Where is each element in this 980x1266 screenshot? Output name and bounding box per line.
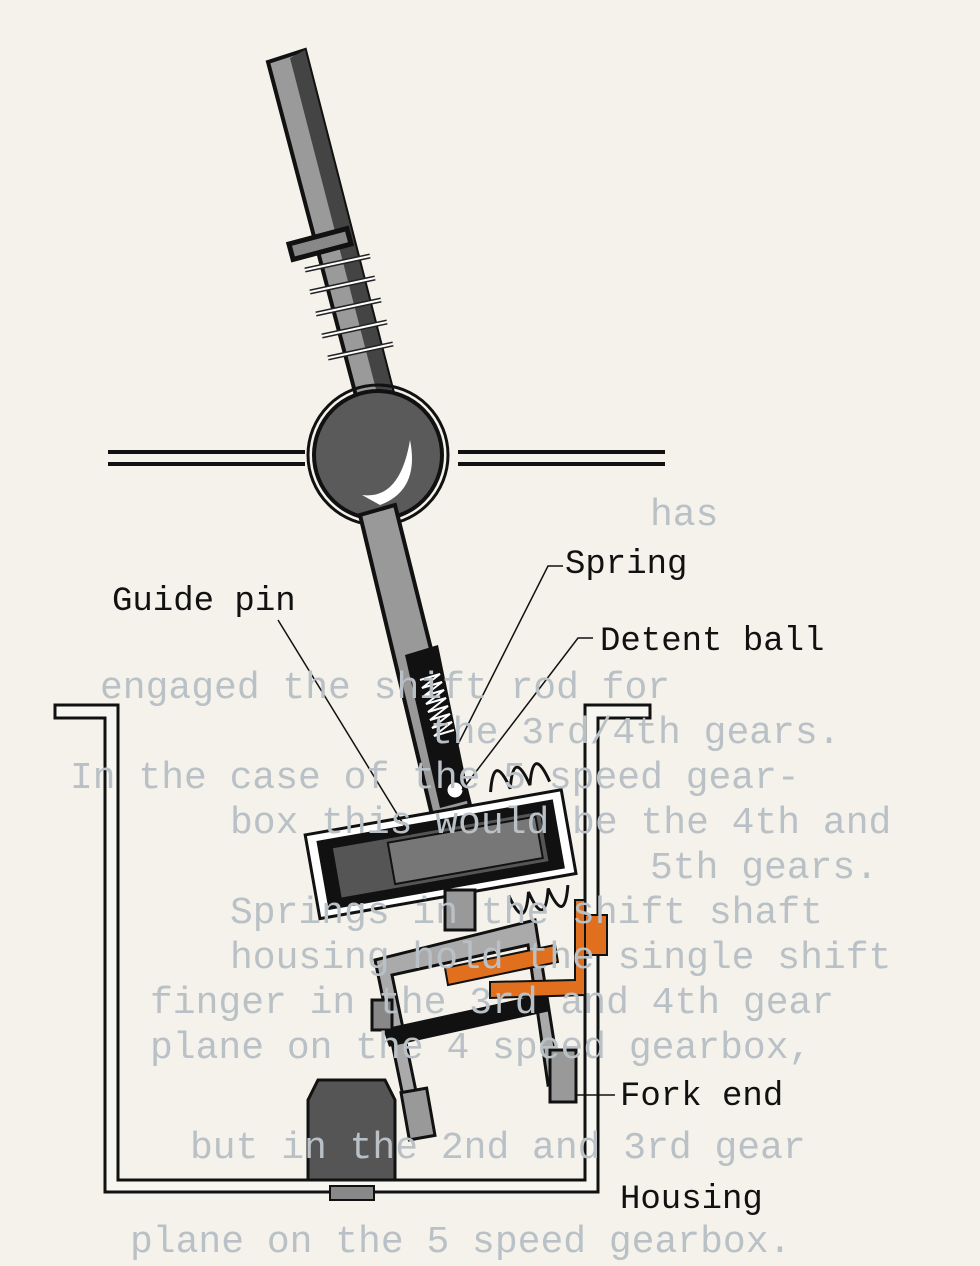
pivot-plate xyxy=(108,450,665,466)
detent-ball xyxy=(444,779,466,801)
guide-pin-assembly xyxy=(303,762,578,921)
selector-fork xyxy=(443,899,608,1000)
label-housing: Housing xyxy=(620,1181,763,1219)
pivot-ball xyxy=(306,383,450,527)
selector-frame xyxy=(370,888,578,1143)
leader-lines xyxy=(277,565,615,1096)
label-detent-ball: Detent ball xyxy=(600,623,825,661)
lower-lever xyxy=(357,502,473,818)
label-guide-pin: Guide pin xyxy=(112,583,296,621)
label-fork-end: Fork end xyxy=(620,1078,784,1116)
label-spring: Spring xyxy=(565,546,688,584)
housing xyxy=(53,703,652,1194)
housing-plug xyxy=(306,1078,397,1201)
lever-spring xyxy=(285,225,394,361)
